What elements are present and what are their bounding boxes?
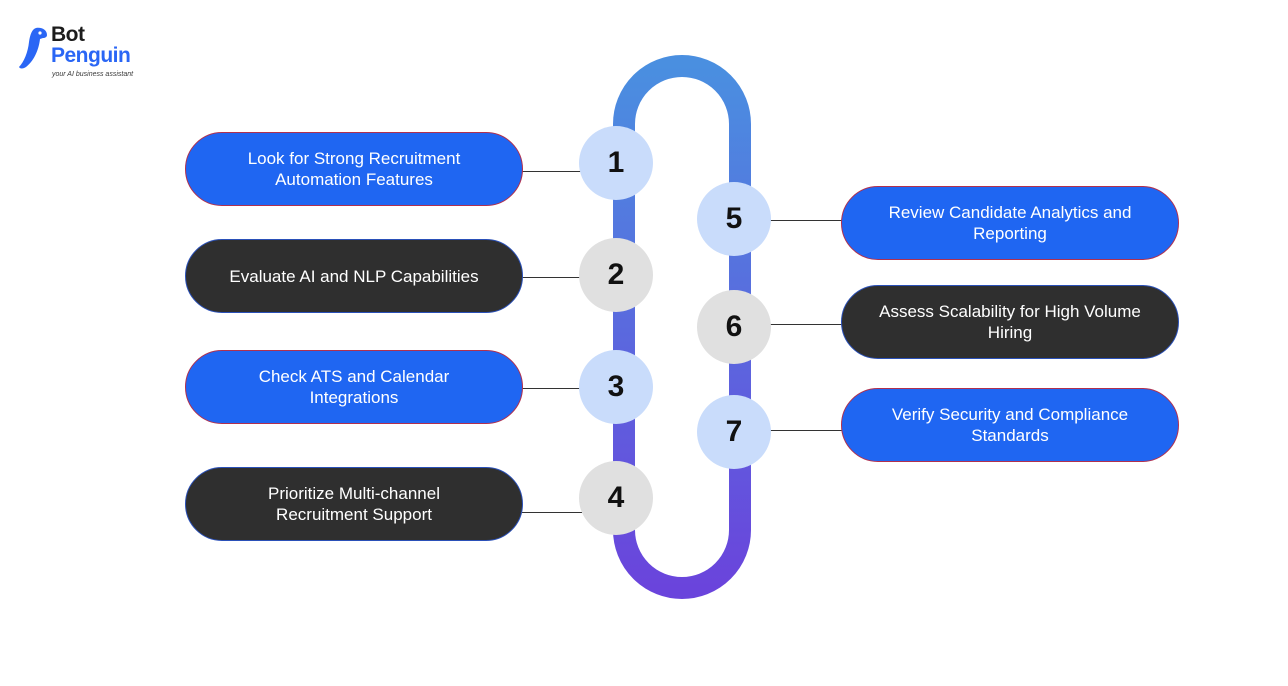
connector-7 <box>770 430 842 431</box>
connector-2 <box>522 277 582 278</box>
step-3-number: 3 <box>579 350 653 424</box>
step-2-label: Evaluate AI and NLP Capabilities <box>229 266 479 286</box>
step-1-pill: Look for Strong Recruitment Automation F… <box>185 132 523 206</box>
step-1-label: Look for Strong Recruitment Automation F… <box>247 149 461 189</box>
connector-5 <box>770 220 842 221</box>
step-1-number: 1 <box>579 126 653 200</box>
step-6-label: Assess Scalability for High Volume Hirin… <box>879 302 1141 342</box>
step-4-pill: Prioritize Multi-channel Recruitment Sup… <box>185 467 523 541</box>
track-path <box>613 55 751 599</box>
step-2-pill: Evaluate AI and NLP Capabilities <box>185 239 523 313</box>
step-7-label: Verify Security and Compliance Standards <box>891 405 1129 445</box>
step-6-pill: Assess Scalability for High Volume Hirin… <box>841 285 1179 359</box>
step-5-pill: Review Candidate Analytics and Reporting <box>841 186 1179 260</box>
connector-6 <box>770 324 842 325</box>
step-5-number: 5 <box>697 182 771 256</box>
brand-tagline: your AI business assistant <box>52 71 134 78</box>
step-5-label: Review Candidate Analytics and Reporting <box>888 203 1132 243</box>
connector-3 <box>522 388 582 389</box>
step-7-pill: Verify Security and Compliance Standards <box>841 388 1179 462</box>
step-3-label: Check ATS and Calendar Integrations <box>258 367 450 407</box>
connector-1 <box>522 171 582 172</box>
penguin-icon <box>19 27 47 69</box>
step-3-pill: Check ATS and Calendar Integrations <box>185 350 523 424</box>
step-6-number: 6 <box>697 290 771 364</box>
brand-name-line2: Penguin <box>51 44 131 67</box>
botpenguin-logo: Bot Penguin your AI business assistant <box>18 24 148 84</box>
step-4-number: 4 <box>579 461 653 535</box>
brand-name-line1: Bot <box>51 23 85 46</box>
connector-4 <box>522 512 582 513</box>
step-4-label: Prioritize Multi-channel Recruitment Sup… <box>268 484 440 524</box>
step-7-number: 7 <box>697 395 771 469</box>
step-2-number: 2 <box>579 238 653 312</box>
